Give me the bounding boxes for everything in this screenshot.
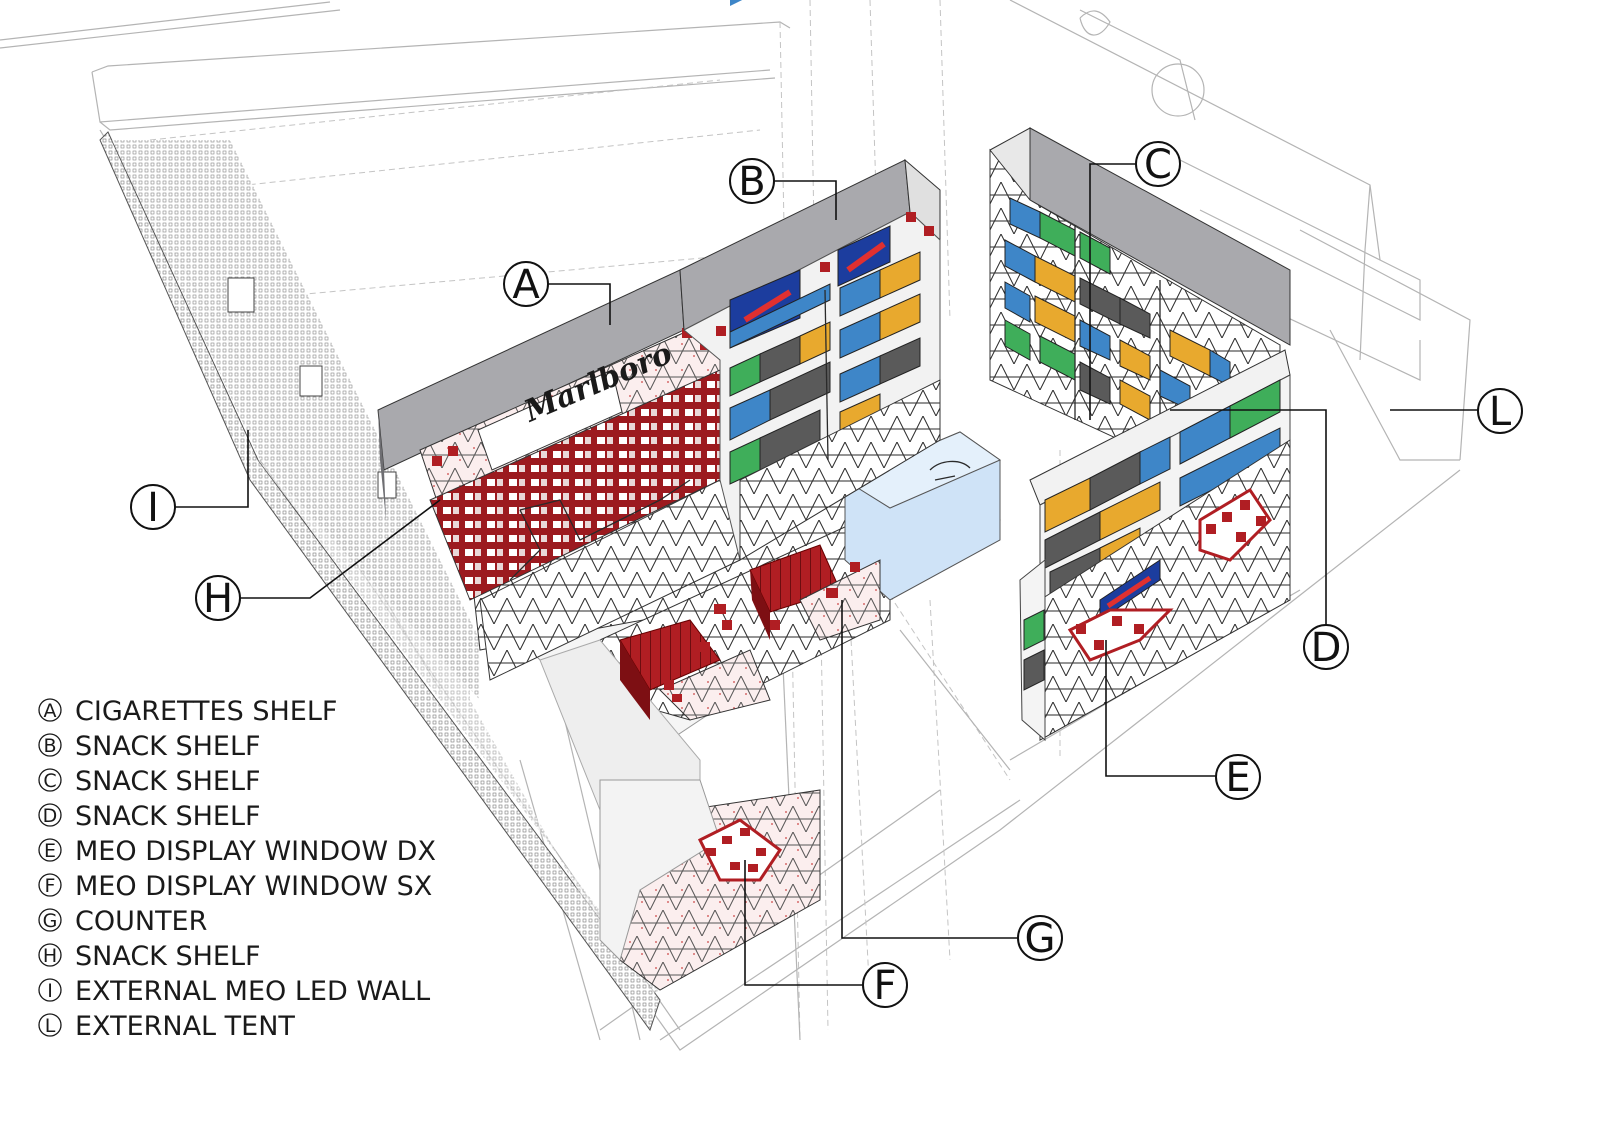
svg-text:F: F [873, 963, 896, 1009]
svg-text:E: E [1225, 755, 1250, 801]
callout-D: D [1303, 624, 1349, 671]
svg-text:CIGARETTES SHELF: CIGARETTES SHELF [75, 696, 337, 727]
svg-text:SNACK SHELF: SNACK SHELF [75, 766, 261, 797]
svg-text:D: D [1311, 625, 1342, 671]
snack-shelf-b [679, 0, 941, 561]
callout-I: I [130, 484, 176, 531]
svg-text:EXTERNAL MEO LED WALL: EXTERNAL MEO LED WALL [75, 976, 430, 1007]
legend-item-l: L EXTERNAL TENT [38, 1011, 295, 1042]
callout-H: H [195, 575, 241, 622]
svg-text:MEO DISPLAY WINDOW DX: MEO DISPLAY WINDOW DX [75, 836, 436, 867]
cigarettes-shelf: Marlboro [377, 269, 741, 681]
leader-lines [175, 163, 1478, 986]
legend-item-i: I EXTERNAL MEO LED WALL [38, 976, 430, 1007]
legend-item-c: C SNACK SHELF [38, 766, 261, 797]
svg-text:SNACK SHELF: SNACK SHELF [75, 731, 261, 762]
callout-A: A [503, 261, 549, 308]
svg-text:I: I [47, 980, 53, 1002]
svg-text:H: H [203, 576, 233, 622]
snack-shelf-d [1019, 349, 1291, 742]
svg-text:B: B [738, 159, 765, 205]
legend-item-h: H SNACK SHELF [38, 941, 261, 972]
svg-text:SNACK SHELF: SNACK SHELF [75, 801, 261, 832]
svg-text:G: G [43, 910, 58, 932]
callout-C: C [1135, 141, 1181, 188]
svg-text:E: E [44, 840, 56, 862]
svg-text:B: B [43, 735, 56, 757]
snack-shelf-c [989, 127, 1291, 441]
svg-text:SNACK SHELF: SNACK SHELF [75, 941, 261, 972]
svg-text:C: C [43, 770, 56, 792]
svg-text:C: C [1144, 142, 1172, 188]
callout-G: G [1017, 915, 1063, 962]
svg-text:L: L [1489, 389, 1512, 435]
legend-item-g: G COUNTER [38, 906, 207, 937]
legend-item-b: B SNACK SHELF [38, 731, 261, 762]
snack-products-b [730, 0, 760, 6]
callout-F: F [862, 962, 908, 1009]
svg-text:H: H [43, 945, 57, 967]
legend: A CIGARETTES SHELF B SNACK SHELF C SNACK… [38, 696, 436, 1042]
svg-text:G: G [1025, 916, 1056, 962]
svg-text:A: A [512, 262, 540, 308]
svg-text:MEO DISPLAY WINDOW SX: MEO DISPLAY WINDOW SX [75, 871, 432, 902]
svg-text:A: A [44, 700, 57, 722]
callout-L: L [1477, 388, 1523, 435]
svg-text:COUNTER: COUNTER [75, 906, 207, 937]
legend-item-a: A CIGARETTES SHELF [38, 696, 337, 727]
legend-item-e: E MEO DISPLAY WINDOW DX [38, 836, 436, 867]
callout-E: E [1215, 754, 1261, 801]
meo-display-window-sx [599, 779, 821, 991]
svg-text:I: I [147, 485, 159, 531]
svg-text:EXTERNAL TENT: EXTERNAL TENT [75, 1011, 295, 1042]
svg-text:F: F [45, 875, 56, 897]
svg-text:D: D [43, 805, 58, 827]
snack-products-c [1004, 197, 1231, 421]
svg-text:L: L [45, 1015, 56, 1037]
legend-item-f: F MEO DISPLAY WINDOW SX [38, 871, 432, 902]
callout-B: B [729, 158, 775, 205]
legend-item-d: D SNACK SHELF [38, 801, 261, 832]
